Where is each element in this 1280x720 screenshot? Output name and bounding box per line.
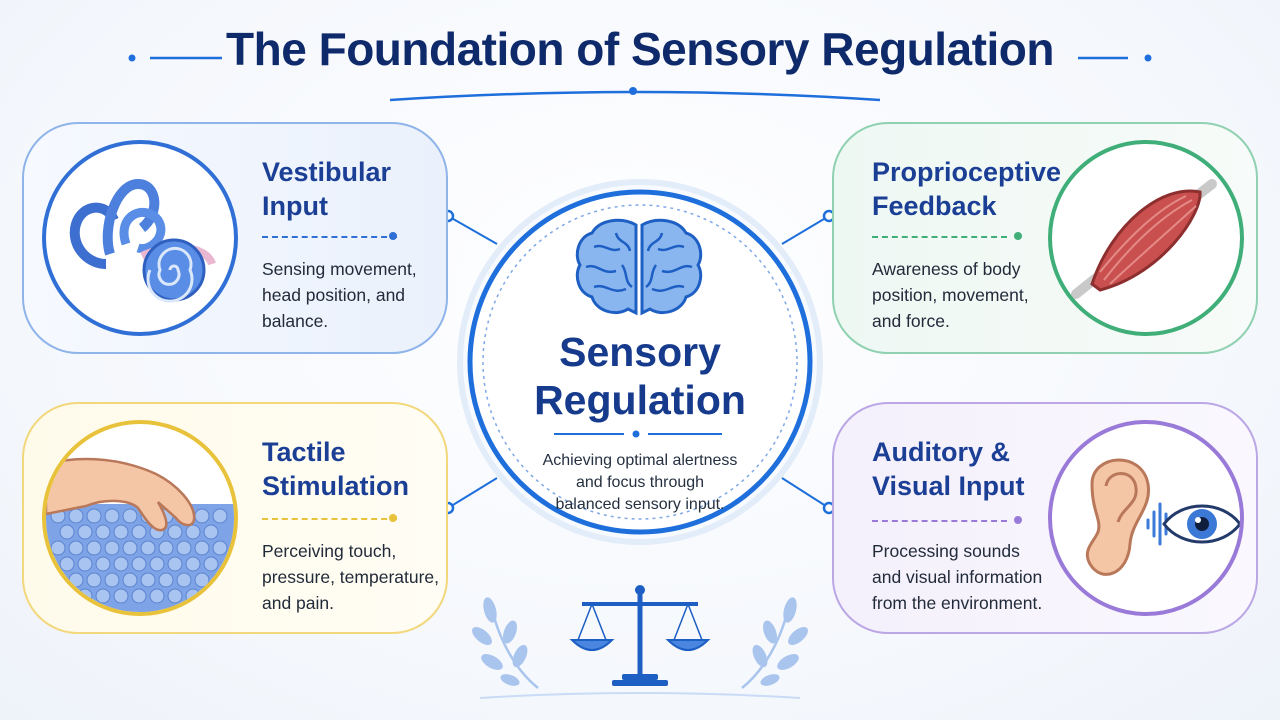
inner-ear-icon xyxy=(42,140,238,336)
muscle-icon xyxy=(1048,140,1244,336)
auditory-visual-separator-dot xyxy=(1014,516,1022,524)
tactile-separator-dot xyxy=(389,514,397,522)
vestibular-separator xyxy=(262,236,397,238)
ear-eye-icon xyxy=(1048,420,1244,616)
center-title: Sensory Regulation xyxy=(534,329,746,423)
tactile-heading: Tactile Stimulation xyxy=(262,437,409,501)
brain-icon xyxy=(575,218,703,316)
proprioceptive-separator xyxy=(872,236,1007,238)
auditory-visual-description: Processing sounds and visual information… xyxy=(872,541,1043,613)
balance-scale-icon xyxy=(569,585,711,686)
center-subtitle: Achieving optimal alertness and focus th… xyxy=(542,452,738,513)
vestibular-heading: Vestibular Input xyxy=(262,157,392,221)
vestibular-separator-dot xyxy=(389,232,397,240)
tactile-separator xyxy=(262,518,397,520)
auditory-visual-separator xyxy=(872,520,1007,522)
proprioceptive-heading: Proprioceptive Feedback xyxy=(872,157,1062,221)
hand-texture-icon xyxy=(42,420,238,616)
vestibular-description: Sensing movement, head position, and bal… xyxy=(262,259,417,331)
proprioceptive-description: Awareness of body position, movement, an… xyxy=(872,259,1029,331)
auditory-visual-heading: Auditory & Visual Input xyxy=(872,437,1025,501)
laurel-branch-right-icon xyxy=(741,597,808,689)
proprioceptive-separator-dot xyxy=(1014,232,1022,240)
page-title: The Foundation of Sensory Regulation xyxy=(226,23,1054,75)
tactile-description: Perceiving touch, pressure, temperature,… xyxy=(262,541,440,613)
laurel-branch-left-icon xyxy=(472,597,539,689)
